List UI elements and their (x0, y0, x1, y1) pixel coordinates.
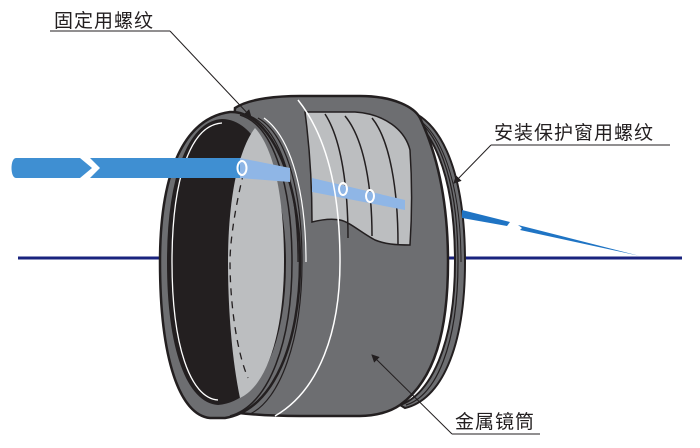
window-thread-label: 安装保护窗用螺纹 (494, 122, 655, 144)
metal-barrel-label: 金属镜筒 (455, 411, 536, 433)
leader-line-metal-barrel (371, 354, 453, 435)
beam-spot (365, 189, 375, 203)
beam-spot (338, 182, 348, 196)
leader-line-window-thread (453, 144, 492, 184)
outgoing-light-beam (462, 210, 640, 256)
leader-line-fixing-thread (169, 30, 252, 118)
incoming-light-beam (11, 158, 290, 182)
front-opening (166, 118, 287, 406)
fixing-thread-label: 固定用螺纹 (54, 10, 155, 32)
beam-spot (236, 160, 248, 176)
